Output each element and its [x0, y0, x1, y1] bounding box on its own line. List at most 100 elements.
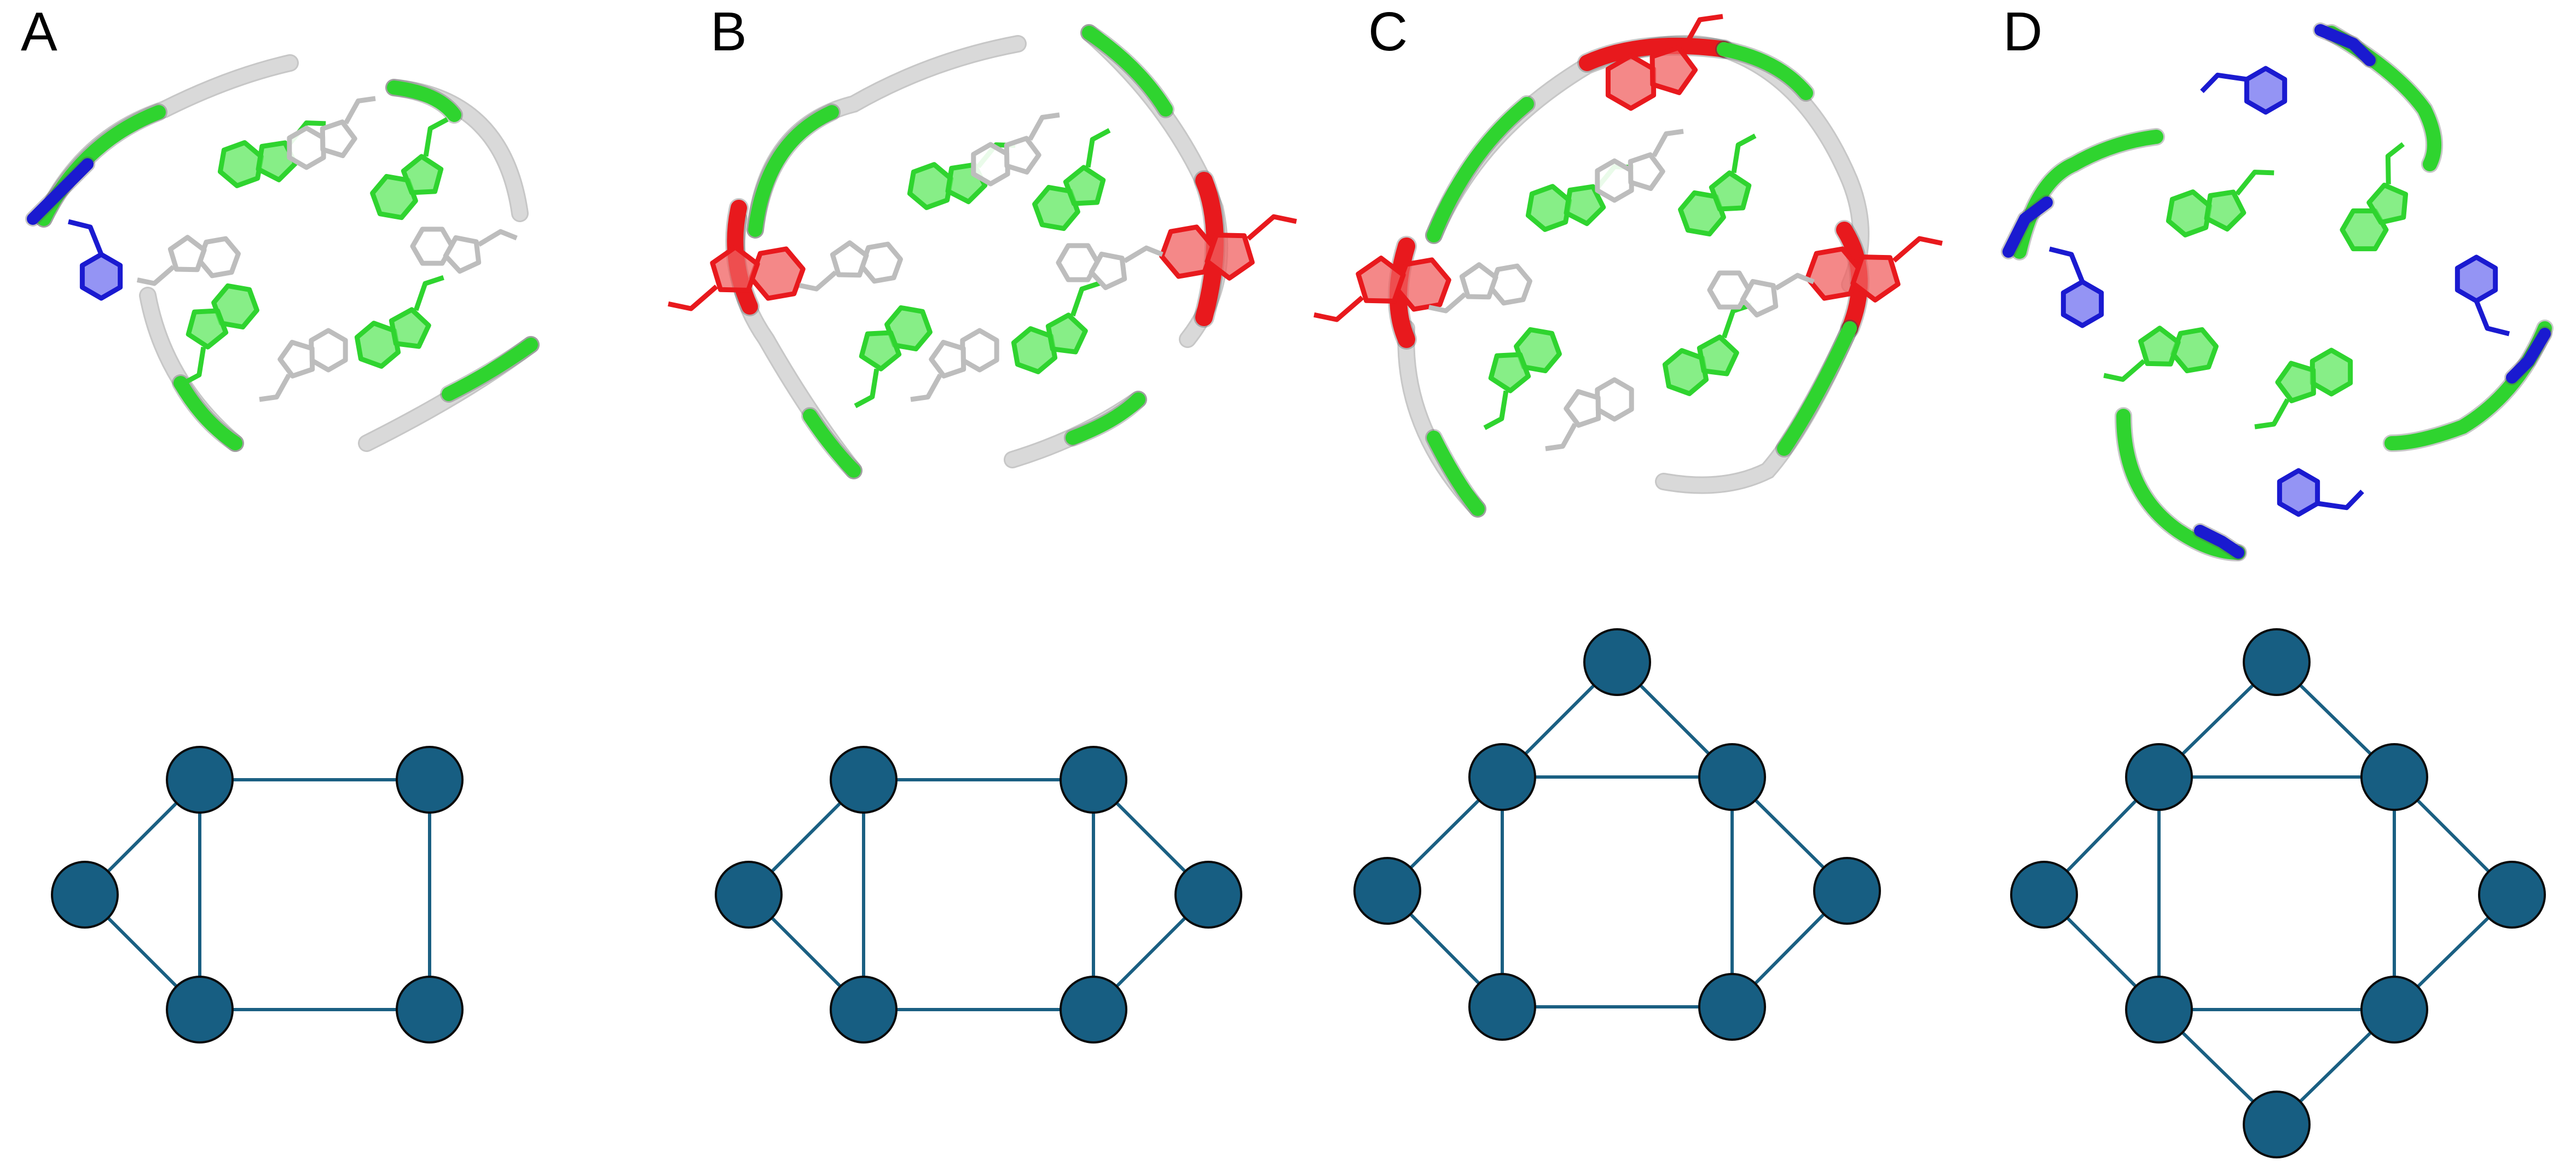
glycosidic-linker: [259, 373, 291, 402]
graph-node: [2243, 1091, 2311, 1158]
panel-label-d: D: [2003, 1, 2043, 62]
glycosidic-linker: [1774, 273, 1815, 291]
six-membered-ring: [1595, 377, 1634, 422]
backbone-segment: [1390, 237, 1415, 348]
graph-node: [1698, 743, 1766, 811]
backbone-segment: [2194, 525, 2244, 559]
purine-base: [2340, 142, 2409, 252]
structure-c: [1313, 14, 1943, 518]
six-membered-ring: [309, 328, 348, 373]
graph-node: [1468, 743, 1536, 811]
purine-base: [1707, 270, 1815, 318]
glycosidic-linker: [1892, 236, 1943, 263]
graph-node: [1060, 976, 1127, 1044]
purine-base: [1662, 302, 1752, 396]
pyrimidine-base: [2048, 246, 2104, 328]
six-membered-ring: [1605, 53, 1657, 111]
five-membered-ring: [401, 154, 444, 195]
purine-base: [798, 240, 903, 292]
graph-node: [396, 976, 464, 1044]
structure-a: [25, 54, 540, 452]
six-membered-ring: [2309, 347, 2353, 397]
backbone-segment: [442, 338, 538, 401]
five-membered-ring: [1740, 279, 1779, 318]
six-membered-ring: [1595, 158, 1634, 203]
five-membered-ring: [1045, 312, 1088, 355]
glycosidic-linker: [181, 346, 206, 386]
five-membered-ring: [1356, 256, 1406, 304]
purine-base: [668, 245, 806, 311]
backbone-segment: [2506, 328, 2551, 384]
five-membered-ring: [2275, 361, 2316, 403]
purine-base: [1605, 14, 1723, 111]
glycosidic-linker: [1085, 128, 1111, 168]
five-membered-ring: [1004, 136, 1041, 175]
five-membered-ring: [1628, 152, 1665, 191]
glycosidic-linker: [668, 285, 719, 311]
six-membered-ring: [79, 252, 123, 301]
pyrimidine-base: [2200, 66, 2288, 115]
purine-base: [370, 117, 449, 221]
graph-node: [1698, 973, 1766, 1041]
six-membered-ring: [2060, 279, 2104, 328]
graph-node: [715, 861, 783, 929]
five-membered-ring: [1564, 184, 1606, 227]
backbone-segment: [27, 158, 94, 225]
contact-graph-a: [51, 746, 464, 1044]
five-membered-ring: [859, 330, 902, 372]
six-membered-ring: [2244, 66, 2288, 115]
glycosidic-linker: [1123, 245, 1163, 263]
backbone-segment: [1427, 97, 1534, 242]
structure-d: [2001, 22, 2554, 561]
glycosidic-linker: [136, 265, 175, 286]
graph-node: [2125, 976, 2193, 1044]
pyrimidine-base: [2277, 468, 2364, 517]
six-membered-ring: [960, 328, 999, 373]
glycosidic-linker: [2103, 359, 2146, 382]
purine-base: [854, 305, 933, 408]
glycosidic-linker: [2317, 489, 2364, 511]
backbone-segment: [1066, 392, 1145, 445]
graph-node: [1060, 746, 1127, 814]
purine-base: [181, 283, 259, 386]
five-membered-ring: [1063, 165, 1106, 206]
graph-node: [1813, 857, 1881, 925]
five-membered-ring: [186, 308, 229, 350]
graph-node: [166, 976, 234, 1044]
five-membered-ring: [1459, 262, 1498, 300]
five-membered-ring: [320, 119, 357, 158]
five-membered-ring: [2204, 189, 2247, 232]
graph-node: [2360, 976, 2428, 1044]
glycosidic-linker: [1070, 280, 1101, 317]
glycosidic-linker: [798, 270, 837, 292]
backbone-segment: [37, 56, 297, 226]
glycosidic-linker: [2200, 72, 2248, 94]
glycosidic-linker: [413, 275, 444, 311]
glycosidic-linker: [1483, 390, 1509, 430]
six-membered-ring: [2277, 468, 2320, 517]
backbone-outline: [35, 103, 167, 228]
glycosidic-linker: [2235, 170, 2274, 196]
backbone-segment: [2116, 409, 2245, 560]
five-membered-ring: [1709, 170, 1752, 212]
glycosidic-linker: [1246, 214, 1297, 241]
graph-node: [830, 976, 898, 1044]
backbone-segment: [2012, 130, 2163, 259]
graph-node: [1468, 973, 1536, 1041]
purine-base: [1428, 262, 1532, 314]
glycosidic-linker: [910, 373, 942, 402]
backbone-segment: [387, 80, 461, 122]
glycosidic-linker: [423, 117, 449, 157]
five-membered-ring: [2138, 326, 2181, 367]
five-membered-ring: [1564, 389, 1601, 428]
glycosidic-linker: [2254, 398, 2290, 430]
purine-base: [1595, 129, 1684, 203]
purine-base: [2166, 170, 2274, 237]
graph-node: [2125, 743, 2193, 811]
glycosidic-linker: [477, 229, 518, 247]
purine-base: [1483, 327, 1562, 430]
five-membered-ring: [1488, 352, 1531, 393]
six-membered-ring: [971, 142, 1010, 187]
graph-node: [2478, 861, 2546, 929]
glycosidic-linker: [1721, 302, 1752, 339]
